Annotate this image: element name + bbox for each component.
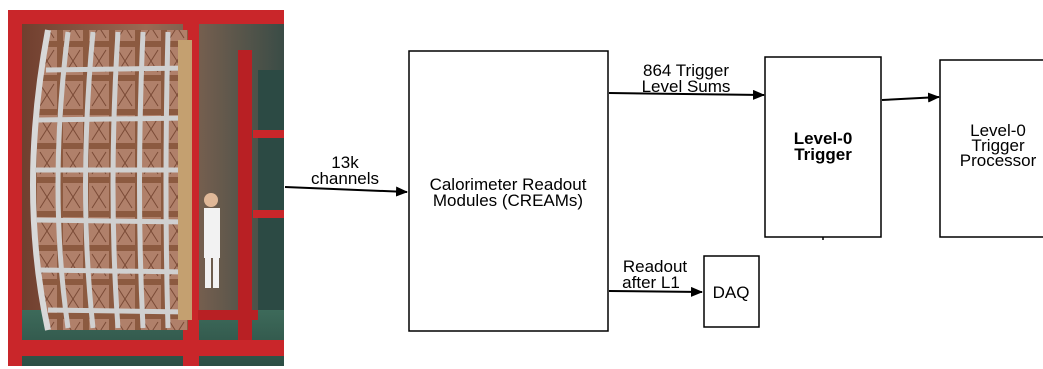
sums-arrow [608, 89, 765, 100]
daq-block [703, 255, 760, 328]
channels-label-line2: channels [311, 169, 379, 188]
processor-label-line3: Processor [960, 151, 1037, 170]
readout-arrow [608, 286, 703, 297]
cream-label-line1: Calorimeter Readout [430, 175, 587, 194]
trigger-processor-block [939, 59, 1043, 238]
level0-trigger-block [764, 56, 882, 238]
channels-label-line1: 13k [331, 153, 359, 172]
readout-label-line2: after L1 [622, 273, 680, 292]
cream-block [408, 50, 609, 332]
sums-label-line2: Level Sums [642, 77, 731, 96]
sums-label-line1: 864 Trigger [643, 61, 729, 80]
processor-label-line1: Level-0 [970, 121, 1026, 140]
processor-arrow [881, 92, 940, 103]
daq-label: DAQ [713, 283, 750, 302]
level0-trigger-label-line1: Level-0 [794, 129, 853, 148]
level0-trigger-label-line2: Trigger [794, 145, 852, 164]
calorimeter-photo [8, 10, 284, 366]
processor-label-line2: Trigger [971, 136, 1025, 155]
readout-label-line1: Readout [623, 257, 688, 276]
cream-label-line2: Modules (CREAMs) [433, 191, 583, 210]
channels-arrow [284, 186, 408, 197]
